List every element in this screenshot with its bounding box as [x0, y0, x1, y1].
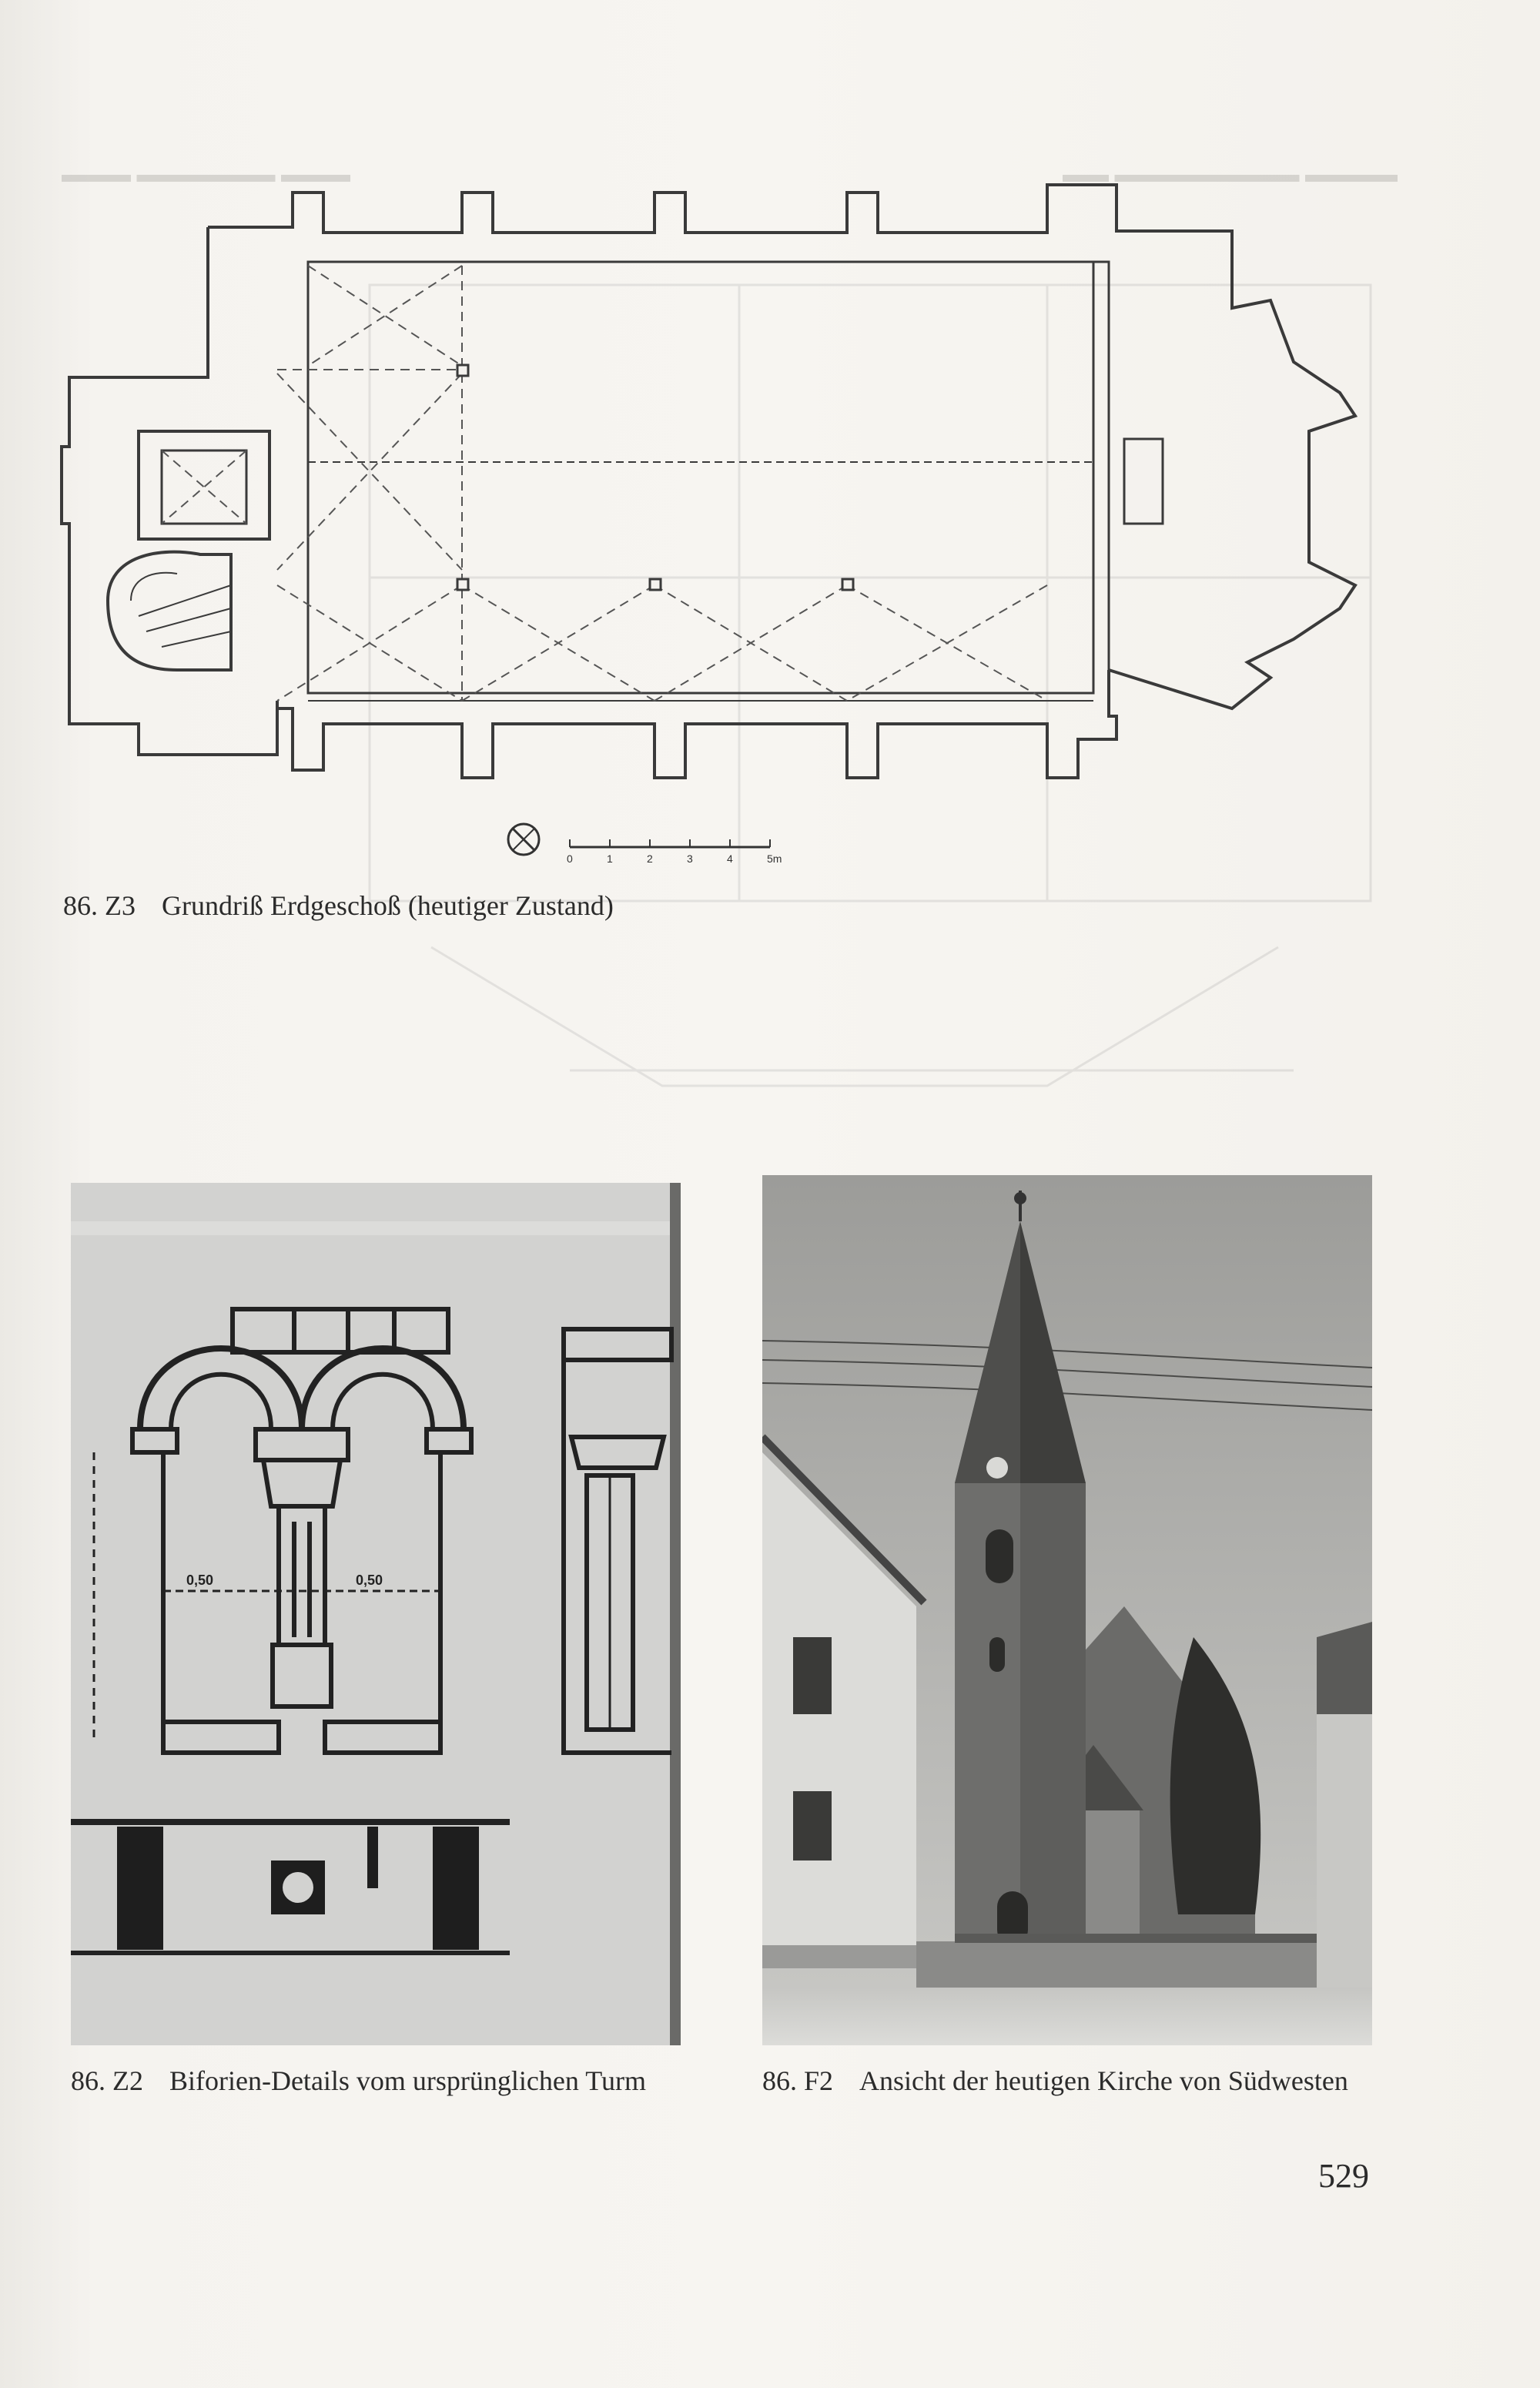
floor-plan-figure: 0 1 2 3 4 5m — [46, 169, 1371, 909]
scale-label: 4 — [727, 852, 733, 865]
scale-bar: 0 1 2 3 4 5m — [567, 839, 782, 865]
biforium-figure-label: 86. Z2 — [71, 2065, 143, 2096]
north-arrow-icon — [507, 822, 541, 856]
dimension-label: 0,50 — [356, 1572, 383, 1588]
plan-figure-label: 86. Z3 — [63, 890, 136, 921]
church-photo-figure — [762, 1175, 1372, 2045]
biforium-drawing-figure: 0,50 0,50 — [71, 1183, 681, 2045]
biforium-drawing: 0,50 0,50 — [71, 1183, 681, 2045]
show-through-text: ▬▬▬ ▬▬▬▬▬▬ ▬▬▬ — [62, 162, 350, 187]
scale-label: 0 — [567, 852, 573, 865]
church-caption-text: Ansicht der heutigen Kirche von Südweste… — [859, 2065, 1348, 2096]
church-caption: 86. F2 Ansicht der heutigen Kirche von Sü… — [762, 2064, 1372, 2098]
biforium-caption-text: Biforien-Details vom ursprünglichen Turm — [169, 2065, 646, 2096]
page-number: 529 — [1318, 2157, 1369, 2195]
show-through-text: ▬▬ ▬▬▬▬▬▬▬▬ ▬▬▬▬ — [1063, 162, 1398, 187]
plan-caption-text: Grundriß Erdgeschoß (heutiger Zustand) — [162, 890, 614, 921]
floor-plan-drawing: 0 1 2 3 4 5m — [60, 183, 1358, 865]
church-photo — [762, 1175, 1372, 2045]
dimension-label: 0,50 — [186, 1572, 213, 1588]
scale-label: 2 — [647, 852, 653, 865]
show-through-drawing — [368, 283, 1372, 1087]
biforium-caption: 86. Z2 Biforien-Details vom ursprüngliche… — [71, 2064, 646, 2098]
scale-label: 3 — [687, 852, 693, 865]
scale-label: 1 — [607, 852, 613, 865]
plan-caption: 86. Z3 Grundriß Erdgeschoß (heutiger Zust… — [63, 889, 614, 923]
scale-label: 5m — [767, 852, 782, 865]
church-figure-label: 86. F2 — [762, 2065, 834, 2096]
